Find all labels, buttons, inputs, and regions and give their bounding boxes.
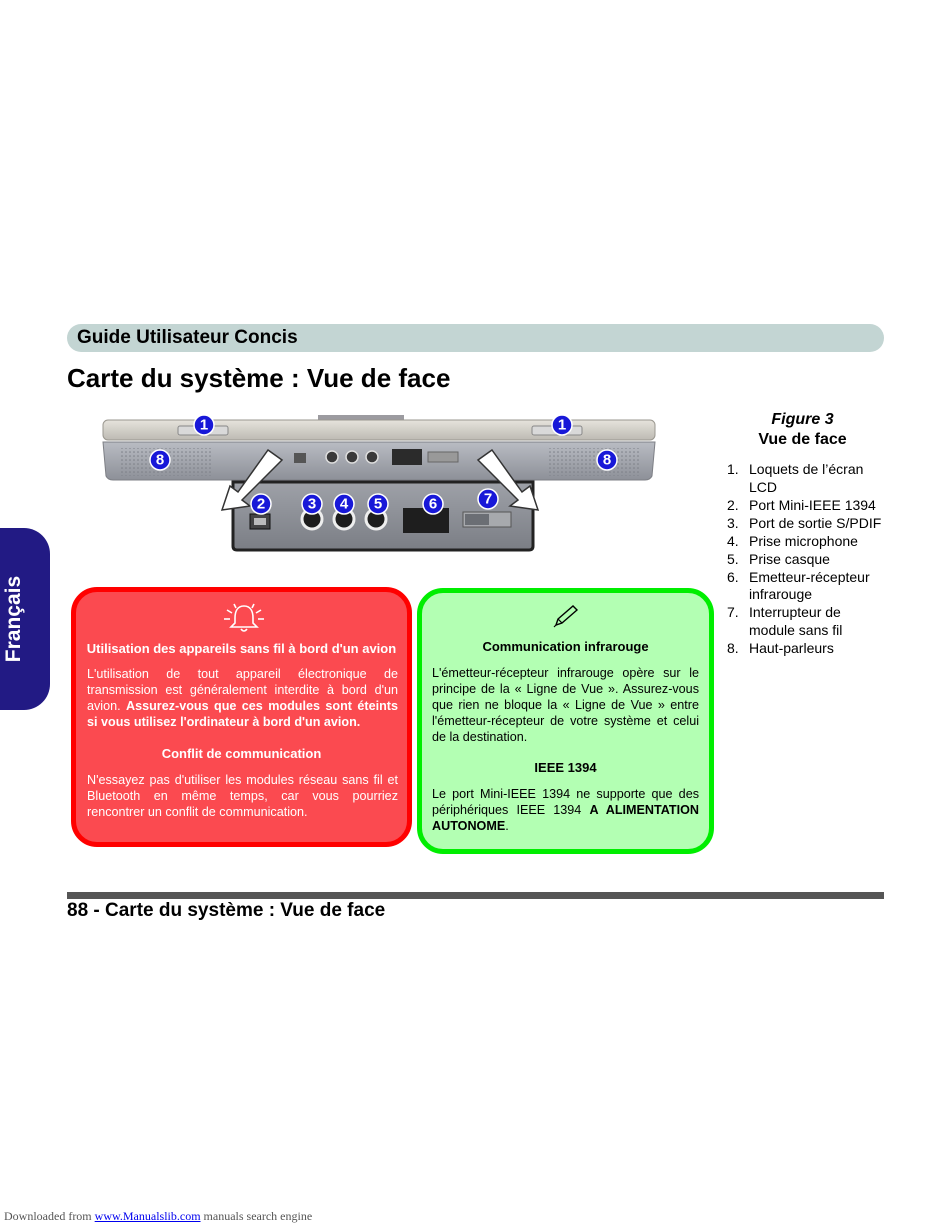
callout-4: 4 <box>333 493 355 515</box>
figure-caption: Figure 3 Vue de face <box>720 410 885 450</box>
note-heading-infrared: Communication infrarouge <box>482 639 649 654</box>
language-tab[interactable]: Français <box>0 528 50 710</box>
svg-text:8: 8 <box>603 452 611 469</box>
page-title: Carte du système : Vue de face <box>67 363 451 393</box>
svg-text:3: 3 <box>308 496 316 513</box>
manualslib-link[interactable]: www.Manualslib.com <box>94 1209 201 1223</box>
pen-icon <box>553 605 579 628</box>
svg-text:4: 4 <box>340 496 349 513</box>
jack-small-1 <box>325 450 339 464</box>
callout-2: 2 <box>250 493 272 515</box>
legend-item: 8.Haut-parleurs <box>727 639 834 656</box>
lid-hinge-tab <box>318 415 404 421</box>
wireless-switch-knob <box>465 514 489 525</box>
note-box: Communication infrarouge L'émetteur-réce… <box>417 588 714 854</box>
callout-1-left: 1 <box>193 414 215 436</box>
legend-item: 6.Emetteur-récepteur infrarouge <box>727 568 870 603</box>
language-tab-label: Français <box>2 575 25 663</box>
arrow-left <box>220 448 284 511</box>
note-heading-ieee1394: IEEE 1394 <box>534 760 597 775</box>
svg-text:2: 2 <box>257 496 265 513</box>
arrow-right <box>476 448 540 511</box>
svg-text:7: 7 <box>484 491 492 508</box>
note-paragraph-infrared: L'émetteur-récepteur infrarouge opère su… <box>432 666 699 744</box>
laptop-front-figure: 1 1 8 8 2 3 4 5 6 7 <box>100 410 660 560</box>
note-paragraph-ieee1394: Le port Mini-IEEE 1394 ne supporte que d… <box>432 787 700 833</box>
warning-heading-conflict: Conflit de communication <box>161 746 322 761</box>
port-small <box>294 453 306 463</box>
laptop-base <box>102 441 656 481</box>
legend-item: 7.Interrupteur de module sans fil <box>727 604 843 638</box>
callout-6: 6 <box>422 493 444 515</box>
footer-divider <box>67 892 884 899</box>
svg-text:8: 8 <box>156 452 164 469</box>
header-bar: Guide Utilisateur Concis <box>67 324 884 352</box>
callout-8-right: 8 <box>596 449 618 471</box>
bell-alert-icon <box>224 603 264 632</box>
header-title: Guide Utilisateur Concis <box>77 327 298 348</box>
jack-small-3 <box>365 450 379 464</box>
callout-3: 3 <box>301 493 323 515</box>
download-notice: Downloaded from www.Manualslib.com manua… <box>4 1209 313 1223</box>
figure-legend: 1.Loquets de l’écran LCD 2.Port Mini-IEE… <box>727 461 887 658</box>
legend-item: 2.Port Mini-IEEE 1394 <box>727 496 876 513</box>
svg-text:5: 5 <box>374 496 382 513</box>
laptop-front-illustration: 1 1 8 8 2 3 4 5 6 7 <box>102 414 656 552</box>
mini-ieee1394-inner <box>254 518 266 525</box>
callout-8-left: 8 <box>149 449 171 471</box>
legend-item: 1.Loquets de l’écran LCD <box>727 461 864 495</box>
figure-subtitle: Vue de face <box>758 431 847 448</box>
svg-text:6: 6 <box>429 496 437 513</box>
svg-text:1: 1 <box>558 417 566 434</box>
warning-paragraph-airplane: L'utilisation de tout appareil électroni… <box>87 667 398 729</box>
speaker-grill-right <box>548 448 640 476</box>
warning-paragraph-conflict: N'essayez pas d'utiliser les modules rés… <box>87 773 398 819</box>
switch-small <box>427 451 459 463</box>
jack-small-2 <box>345 450 359 464</box>
callout-1-right: 1 <box>551 414 573 436</box>
footer-page-label: 88 - Carte du système : Vue de face <box>67 900 386 921</box>
warning-box: Utilisation des appareils sans fil à bor… <box>71 587 412 847</box>
legend-item: 5.Prise casque <box>727 550 830 567</box>
ir-window-small <box>392 449 422 465</box>
legend-item: 4.Prise microphone <box>727 532 858 549</box>
svg-text:1: 1 <box>200 417 208 434</box>
figure-label: Figure 3 <box>771 411 834 428</box>
warning-heading-airplane: Utilisation des appareils sans fil à bor… <box>86 641 397 656</box>
laptop-lid <box>102 419 656 441</box>
callout-5: 5 <box>367 493 389 515</box>
ir-transceiver <box>403 508 449 533</box>
legend-item: 3.Port de sortie S/PDIF <box>727 514 882 531</box>
callout-7: 7 <box>477 488 499 510</box>
